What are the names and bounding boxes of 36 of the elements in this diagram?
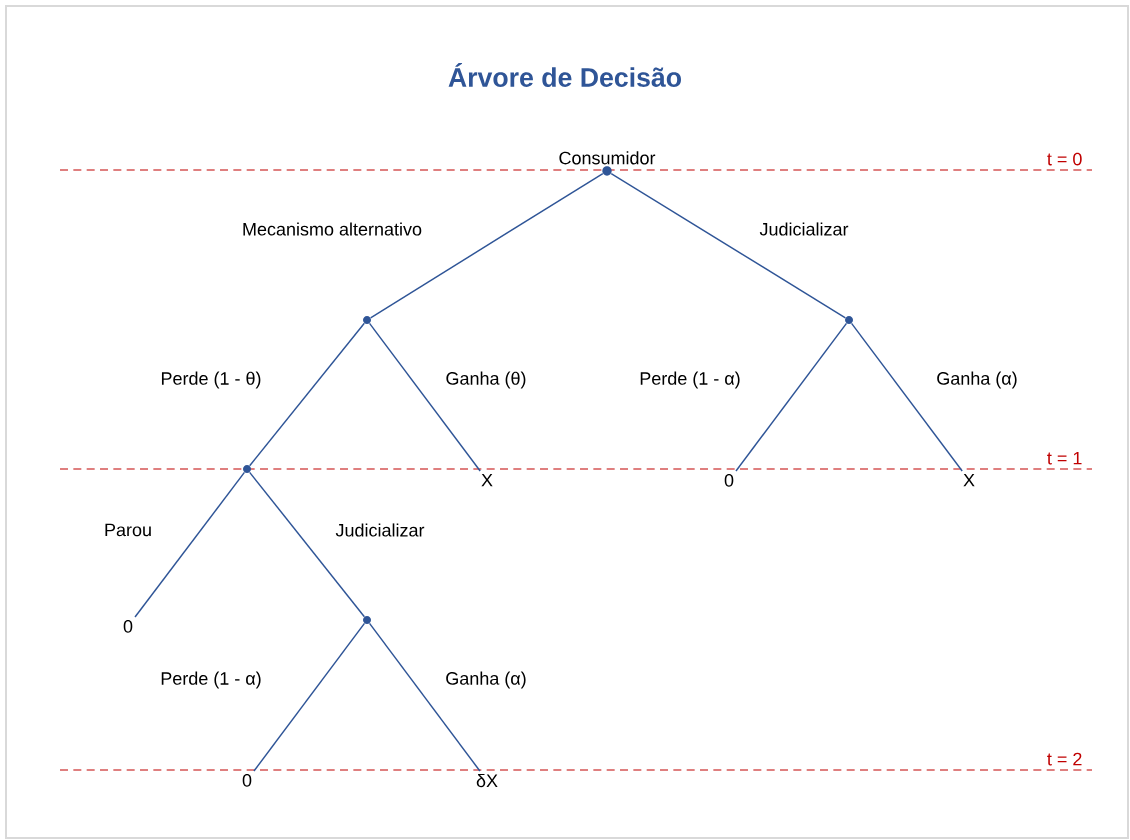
branch-line [368, 322, 481, 472]
decision-point [845, 316, 853, 324]
root-node: Consumidor [559, 151, 656, 176]
outcome-value: X [963, 473, 975, 487]
decision-point [243, 465, 251, 473]
decision-point [363, 316, 371, 324]
decision-point [363, 616, 371, 624]
edge-label: Mecanismo alternativo [240, 221, 424, 237]
branch-line [248, 471, 366, 618]
edge-label: Ganha (θ) [444, 370, 528, 390]
edge-label: Perde (1 - θ) [159, 370, 263, 390]
time-label: t = 1 [1047, 451, 1082, 465]
branch-line [368, 622, 481, 772]
edge-label: Perde (1 - α) [158, 670, 264, 690]
outcome-value: 0 [242, 773, 252, 787]
time-label: t = 2 [1047, 752, 1082, 766]
edge-label: Parou [102, 522, 154, 538]
outcome-value: 0 [724, 473, 734, 487]
branch-line [610, 172, 847, 319]
edge-label: Ganha (α) [934, 370, 1020, 390]
branch-line [248, 322, 366, 467]
edge-label: Perde (1 - α) [637, 370, 743, 390]
edge-label: Ganha (α) [443, 670, 529, 690]
node-label: Consumidor [559, 151, 656, 165]
branch-line [735, 322, 848, 472]
branch-line [134, 471, 246, 618]
outcome-value: X [481, 473, 493, 487]
outcome-value: δX [476, 773, 498, 788]
outcome-value: 0 [123, 619, 133, 633]
branch-line [369, 172, 604, 319]
time-label: t = 0 [1047, 152, 1082, 166]
branch-line [253, 622, 366, 772]
edge-label: Judicializar [334, 522, 426, 538]
branch-line [850, 322, 963, 472]
title: Árvore de Decisão [448, 63, 681, 87]
edge-label: Judicializar [758, 221, 850, 237]
